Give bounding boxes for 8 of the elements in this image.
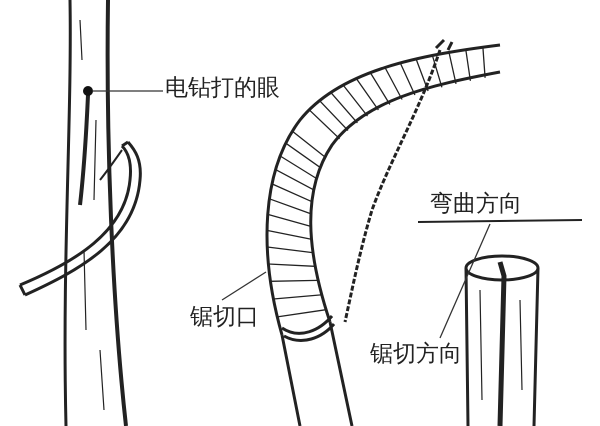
- leader-line: [93, 90, 163, 92]
- part-label: 锯切方向: [370, 342, 462, 368]
- leader-line: [222, 271, 266, 301]
- part-label: 弯曲方向: [430, 192, 522, 218]
- drill-hole: [83, 86, 93, 96]
- part-label: 锯切口: [190, 305, 259, 330]
- leader-line: [439, 224, 491, 338]
- part-label: 电钻打的眼: [165, 76, 280, 102]
